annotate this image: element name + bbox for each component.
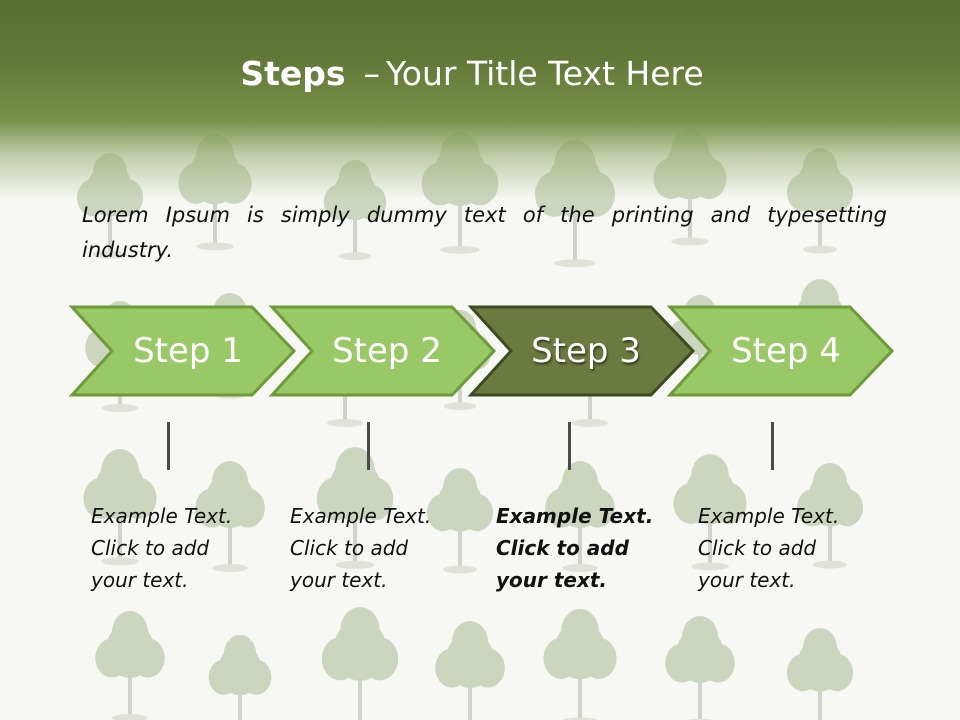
step-2-description[interactable]: Example Text. Click to add your text. <box>290 500 465 596</box>
step-1-description[interactable]: Example Text. Click to add your text. <box>91 500 266 596</box>
step-3-desc-line-2: Click to add <box>496 536 629 560</box>
step-1-desc-line-1: Example Text. <box>91 504 233 528</box>
step-3-desc-line-3: your text. <box>496 568 608 592</box>
step-2-desc-line-3: your text. <box>290 568 388 592</box>
step-2-desc-line-1: Example Text. <box>290 504 432 528</box>
step-2-label[interactable]: Step 2 <box>332 331 442 371</box>
intro-text: Lorem Ipsum is simply dummy text of the … <box>82 203 887 262</box>
step-4-desc-line-2: Click to add <box>698 536 817 560</box>
step-4-desc-line-3: your text. <box>698 568 796 592</box>
step-4-arrow[interactable] <box>666 305 895 397</box>
title-bold: Steps <box>240 54 346 93</box>
step-4-connector <box>771 422 774 470</box>
step-3-arrow[interactable] <box>467 305 696 397</box>
title-rest: Your Title Text Here <box>386 54 704 93</box>
step-4-label[interactable]: Step 4 <box>731 331 841 371</box>
title-separator: – <box>363 54 381 93</box>
step-3-description[interactable]: Example Text. Click to add your text. <box>496 500 671 596</box>
step-2-desc-line-2: Click to add <box>290 536 409 560</box>
step-1-arrow[interactable] <box>68 305 297 397</box>
step-1-desc-line-2: Click to add <box>91 536 210 560</box>
step-2-arrow[interactable] <box>268 305 497 397</box>
step-3-label[interactable]: Step 3 <box>531 331 641 371</box>
step-1-label[interactable]: Step 1 <box>133 331 243 371</box>
step-1-desc-line-3: your text. <box>91 568 189 592</box>
step-4-desc-line-1: Example Text. <box>698 504 840 528</box>
step-2-connector <box>367 422 370 470</box>
step-3-desc-line-1: Example Text. <box>496 504 654 528</box>
step-3-connector <box>568 422 571 470</box>
step-4-description[interactable]: Example Text. Click to add your text. <box>698 500 873 596</box>
slide-title: Steps–Your Title Text Here <box>0 52 944 96</box>
header-band <box>0 0 960 200</box>
step-1-connector <box>167 422 170 470</box>
